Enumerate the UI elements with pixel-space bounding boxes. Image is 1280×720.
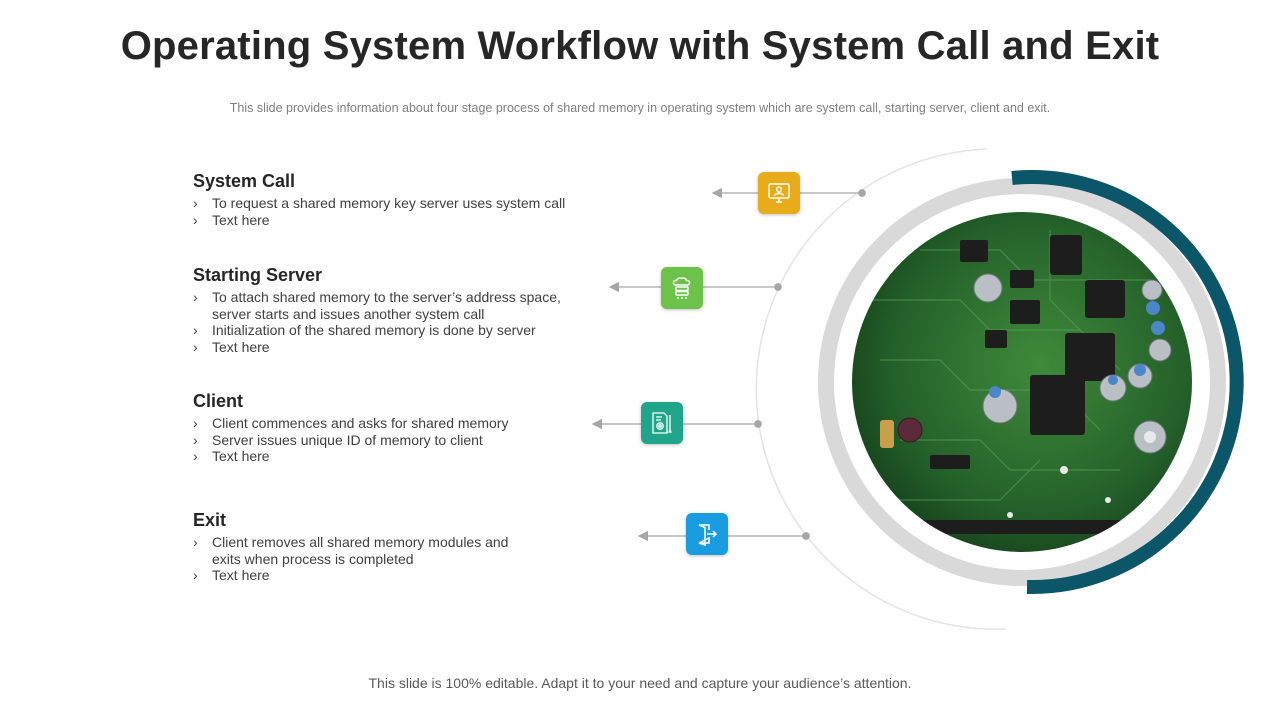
exit-door-icon: [686, 513, 728, 555]
slide-title: Operating System Workflow with System Ca…: [120, 24, 1160, 68]
section-client: Client Client commences and asks for sha…: [193, 391, 613, 465]
section-heading: Client: [193, 391, 244, 411]
inner-ring: [818, 178, 1226, 586]
bullet-item: Text here: [193, 567, 513, 584]
bullet-item: Client commences and asks for shared mem…: [193, 415, 613, 432]
section-heading: System Call: [193, 171, 296, 191]
circuit-board-image: [852, 212, 1192, 552]
bullet-item: Server issues unique ID of memory to cli…: [193, 432, 613, 449]
slide-subtitle: This slide provides information about fo…: [229, 101, 1051, 115]
document-settings-icon: [641, 402, 683, 444]
bullet-item: To request a shared memory key server us…: [193, 195, 613, 212]
bullet-item: Text here: [193, 212, 613, 229]
section-heading: Starting Server: [193, 265, 323, 285]
bullet-item: To attach shared memory to the server’s …: [193, 289, 583, 322]
section-heading: Exit: [193, 510, 227, 530]
section-exit: Exit Client removes all shared memory mo…: [193, 510, 513, 584]
slide-footer: This slide is 100% editable. Adapt it to…: [368, 675, 912, 691]
bullet-item: Text here: [193, 448, 613, 465]
monitor-user-icon: [758, 172, 800, 214]
section-system-call: System Call To request a shared memory k…: [193, 171, 613, 228]
guide-arc: [755, 148, 1007, 630]
section-starting-server: Starting Server To attach shared memory …: [193, 265, 583, 355]
outer-ring-arc: [1011, 170, 1244, 595]
cloud-server-icon: [661, 267, 703, 309]
bullet-item: Text here: [193, 339, 583, 356]
bullet-item: Initialization of the shared memory is d…: [193, 322, 583, 339]
bullet-item: Client removes all shared memory modules…: [193, 534, 513, 567]
